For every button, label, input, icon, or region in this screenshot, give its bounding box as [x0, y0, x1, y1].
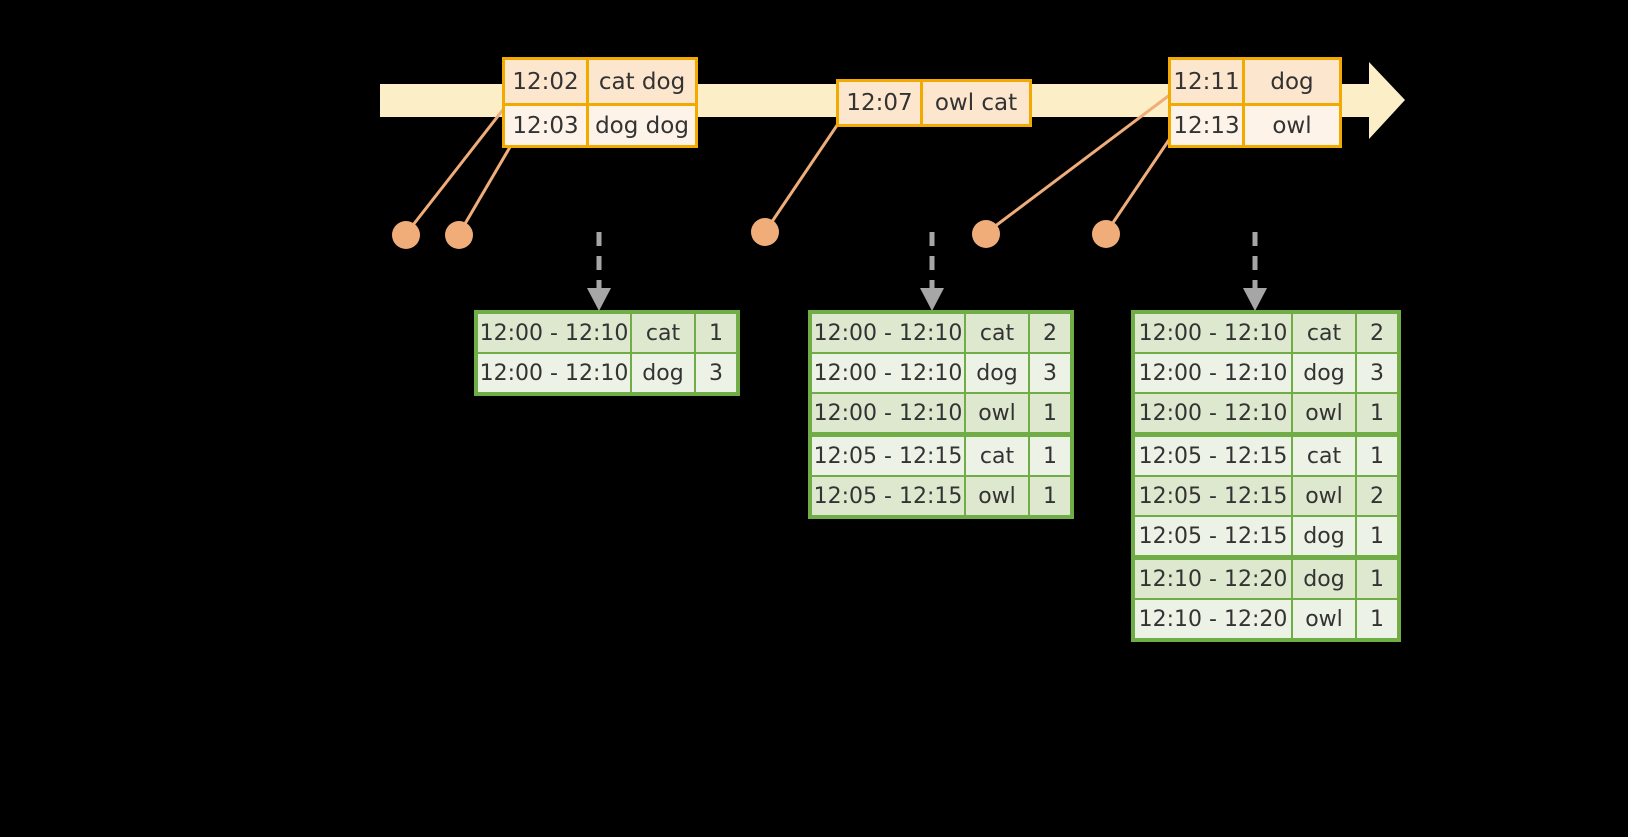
table-row[interactable]: 12:00 - 12:10 cat 2 — [1135, 314, 1397, 352]
cell-word: dog — [1293, 517, 1355, 555]
connector-5 — [1104, 127, 1179, 234]
event-box-1[interactable]: 12:02 cat dog 12:03 dog dog — [502, 57, 698, 148]
event-data: cat dog — [598, 68, 686, 95]
cell-word: owl — [1293, 600, 1355, 638]
flow-arrow-3-head — [1243, 288, 1267, 311]
flow-arrow-1-head — [587, 288, 611, 311]
cell-count: 2 — [1357, 477, 1397, 515]
cell-count: 1 — [1357, 517, 1397, 555]
cell-count: 2 — [1357, 314, 1397, 352]
cell-word: dog — [1293, 560, 1355, 598]
table-row[interactable]: 12:00 - 12:10 cat 1 — [478, 314, 736, 352]
result-table-2[interactable]: 12:00 - 12:10 cat 2 12:00 - 12:10 dog 3 … — [808, 310, 1074, 519]
event-data: dog — [1270, 68, 1314, 95]
cell-window: 12:00 - 12:10 — [1135, 394, 1291, 432]
cell-window: 12:05 - 12:15 — [812, 437, 964, 475]
cell-count: 2 — [1030, 314, 1070, 352]
event-row[interactable]: 12:13 owl — [1171, 103, 1339, 145]
cell-word: owl — [1293, 477, 1355, 515]
event-data: dog dog — [595, 112, 689, 139]
cell-word: owl — [1293, 394, 1355, 432]
cell-word: cat — [966, 314, 1028, 352]
cell-count: 3 — [696, 354, 736, 392]
event-row[interactable]: 12:03 dog dog — [505, 103, 695, 145]
table-row[interactable]: 12:05 - 12:15 owl 1 — [812, 477, 1070, 515]
event-marker-4 — [972, 220, 1000, 248]
cell-window: 12:05 - 12:15 — [1135, 437, 1291, 475]
cell-count: 1 — [1357, 394, 1397, 432]
cell-count: 3 — [1357, 354, 1397, 392]
connector-1 — [404, 92, 518, 235]
cell-word: cat — [1293, 437, 1355, 475]
cell-word: cat — [966, 437, 1028, 475]
cell-count: 1 — [696, 314, 736, 352]
cell-count: 1 — [1357, 437, 1397, 475]
cell-count: 1 — [1030, 394, 1070, 432]
cell-window: 12:00 - 12:10 — [812, 314, 964, 352]
table-row[interactable]: 12:00 - 12:10 dog 3 — [478, 354, 736, 392]
result-table-3[interactable]: 12:00 - 12:10 cat 2 12:00 - 12:10 dog 3 … — [1131, 310, 1401, 642]
event-row[interactable]: 12:11 dog — [1171, 60, 1339, 103]
cell-count: 1 — [1030, 437, 1070, 475]
event-time: 12:07 — [839, 82, 923, 124]
event-marker-1 — [392, 221, 420, 249]
cell-window: 12:00 - 12:10 — [1135, 354, 1291, 392]
cell-window: 12:00 - 12:10 — [1135, 314, 1291, 352]
table-row[interactable]: 12:00 - 12:10 owl 1 — [812, 394, 1070, 432]
cell-word: dog — [1293, 354, 1355, 392]
table-row[interactable]: 12:10 - 12:20 dog 1 — [1135, 560, 1397, 598]
event-time: 12:11 — [1171, 60, 1245, 103]
table-row[interactable]: 12:05 - 12:15 dog 1 — [1135, 517, 1397, 555]
cell-word: dog — [632, 354, 694, 392]
connector-3 — [763, 111, 848, 233]
cell-window: 12:05 - 12:15 — [1135, 477, 1291, 515]
cell-word: cat — [632, 314, 694, 352]
cell-window: 12:10 - 12:20 — [1135, 600, 1291, 638]
table-row[interactable]: 12:05 - 12:15 cat 1 — [1135, 437, 1397, 475]
flow-arrows — [596, 232, 1258, 290]
event-time: 12:13 — [1171, 106, 1245, 145]
cell-word: cat — [1293, 314, 1355, 352]
cell-word: owl — [966, 477, 1028, 515]
table-row[interactable]: 12:05 - 12:15 owl 2 — [1135, 477, 1397, 515]
event-time: 12:02 — [505, 60, 589, 103]
cell-word: dog — [966, 354, 1028, 392]
cell-count: 1 — [1357, 560, 1397, 598]
result-table-1[interactable]: 12:00 - 12:10 cat 1 12:00 - 12:10 dog 3 — [474, 310, 740, 396]
flow-arrow-2-head — [920, 288, 944, 311]
cell-window: 12:05 - 12:15 — [1135, 517, 1291, 555]
event-marker-5 — [1092, 220, 1120, 248]
event-data: owl — [1272, 112, 1312, 139]
table-row[interactable]: 12:00 - 12:10 cat 2 — [812, 314, 1070, 352]
cell-word: owl — [966, 394, 1028, 432]
event-time: 12:03 — [505, 106, 589, 145]
table-row[interactable]: 12:10 - 12:20 owl 1 — [1135, 600, 1397, 638]
table-row[interactable]: 12:00 - 12:10 dog 3 — [1135, 354, 1397, 392]
event-data: owl cat — [934, 90, 1018, 116]
event-row[interactable]: 12:07 owl cat — [839, 82, 1029, 124]
cell-count: 3 — [1030, 354, 1070, 392]
table-row[interactable]: 12:00 - 12:10 dog 3 — [812, 354, 1070, 392]
event-box-2[interactable]: 12:07 owl cat — [836, 79, 1032, 127]
table-row[interactable]: 12:05 - 12:15 cat 1 — [812, 437, 1070, 475]
cell-window: 12:00 - 12:10 — [478, 354, 630, 392]
cell-count: 1 — [1030, 477, 1070, 515]
marker-dots — [392, 218, 1120, 249]
cell-window: 12:05 - 12:15 — [812, 477, 964, 515]
flow-arrow-heads — [587, 288, 1267, 311]
event-row[interactable]: 12:02 cat dog — [505, 60, 695, 103]
table-row[interactable]: 12:00 - 12:10 owl 1 — [1135, 394, 1397, 432]
cell-count: 1 — [1357, 600, 1397, 638]
event-marker-2 — [445, 221, 473, 249]
event-marker-3 — [751, 218, 779, 246]
cell-window: 12:00 - 12:10 — [478, 314, 630, 352]
cell-window: 12:10 - 12:20 — [1135, 560, 1291, 598]
cell-window: 12:00 - 12:10 — [812, 394, 964, 432]
cell-window: 12:00 - 12:10 — [812, 354, 964, 392]
event-box-3[interactable]: 12:11 dog 12:13 owl — [1168, 57, 1342, 148]
